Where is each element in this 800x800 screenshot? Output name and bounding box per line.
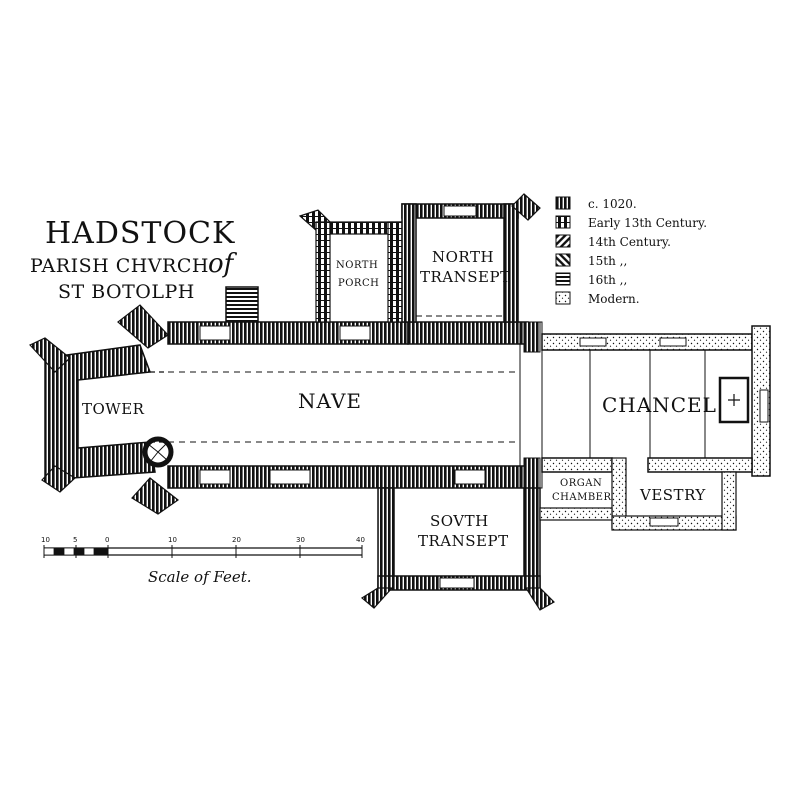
scale-tick-4: 10 [168,536,177,544]
legend-swatch-1020 [555,196,571,210]
plan-title: HADSTOCK PARISH CHVRCH of ST BOTOLPH [30,216,238,303]
title-line-3: ST BOTOLPH [58,281,195,303]
room-labels: TOWER NAVE NORTH PORCH NORTH TRANSEPT SO… [82,248,717,550]
title-of: of [208,249,238,279]
label-organ-2: CHAMBER [552,492,612,503]
scale-tick-3: 0 [105,536,109,544]
tower-walls [29,304,180,515]
legend-label-13th: Early 13th Century. [588,216,707,230]
scale-tick-6: 30 [296,536,305,544]
scale-tick-2: 5 [73,536,77,544]
label-vestry: VESTRY [639,486,706,504]
nave-dashed-lines [168,371,520,443]
label-north-transept-1: NORTH [432,248,494,266]
legend-label-modern: Modern. [588,292,640,306]
label-north-porch-1: NORTH [336,260,378,271]
buttress-block [225,286,259,322]
label-north-transept-2: TRANSEPT [420,268,511,286]
nave-walls [167,321,543,489]
scale-tick-5: 20 [232,536,241,544]
label-tower: TOWER [82,400,145,418]
north-porch-walls [298,209,403,323]
label-organ-1: ORGAN [560,478,602,489]
title-line-2: PARISH CHVRCH [30,255,209,277]
label-nave: NAVE [298,389,362,413]
legend-swatch-15th [555,253,571,267]
legend-swatch-14th [555,234,571,248]
legend-swatch-16th [555,272,571,286]
legend-label-15th: 15th ,, [588,254,627,268]
label-south-transept-2: TRANSEPT [418,532,509,550]
legend-swatch-13th [555,215,571,229]
legend-label-16th: 16th ,, [588,273,627,287]
vestry-walls [539,457,737,531]
chancel-walls [541,325,771,477]
legend-swatch-modern [555,291,571,305]
title-line-1: HADSTOCK [45,216,235,251]
scale-bar: 10 5 0 10 20 30 40 Scale of Feet. [41,536,365,586]
scale-tick-7: 40 [356,536,365,544]
tower-dashed-line [150,371,168,443]
label-chancel: CHANCEL [602,393,717,417]
north-transept-walls [401,193,541,323]
scale-caption: Scale of Feet. [148,568,252,586]
legend-label-1020: c. 1020. [588,197,637,211]
label-south-transept-1: SOVTH [430,512,489,530]
legend: c. 1020. Early 13th Century. 14th Centur… [555,196,707,306]
legend-label-14th: 14th Century. [588,235,671,249]
label-north-porch-2: PORCH [338,278,379,289]
scale-tick-1: 10 [41,536,50,544]
south-transept-walls [360,487,555,611]
